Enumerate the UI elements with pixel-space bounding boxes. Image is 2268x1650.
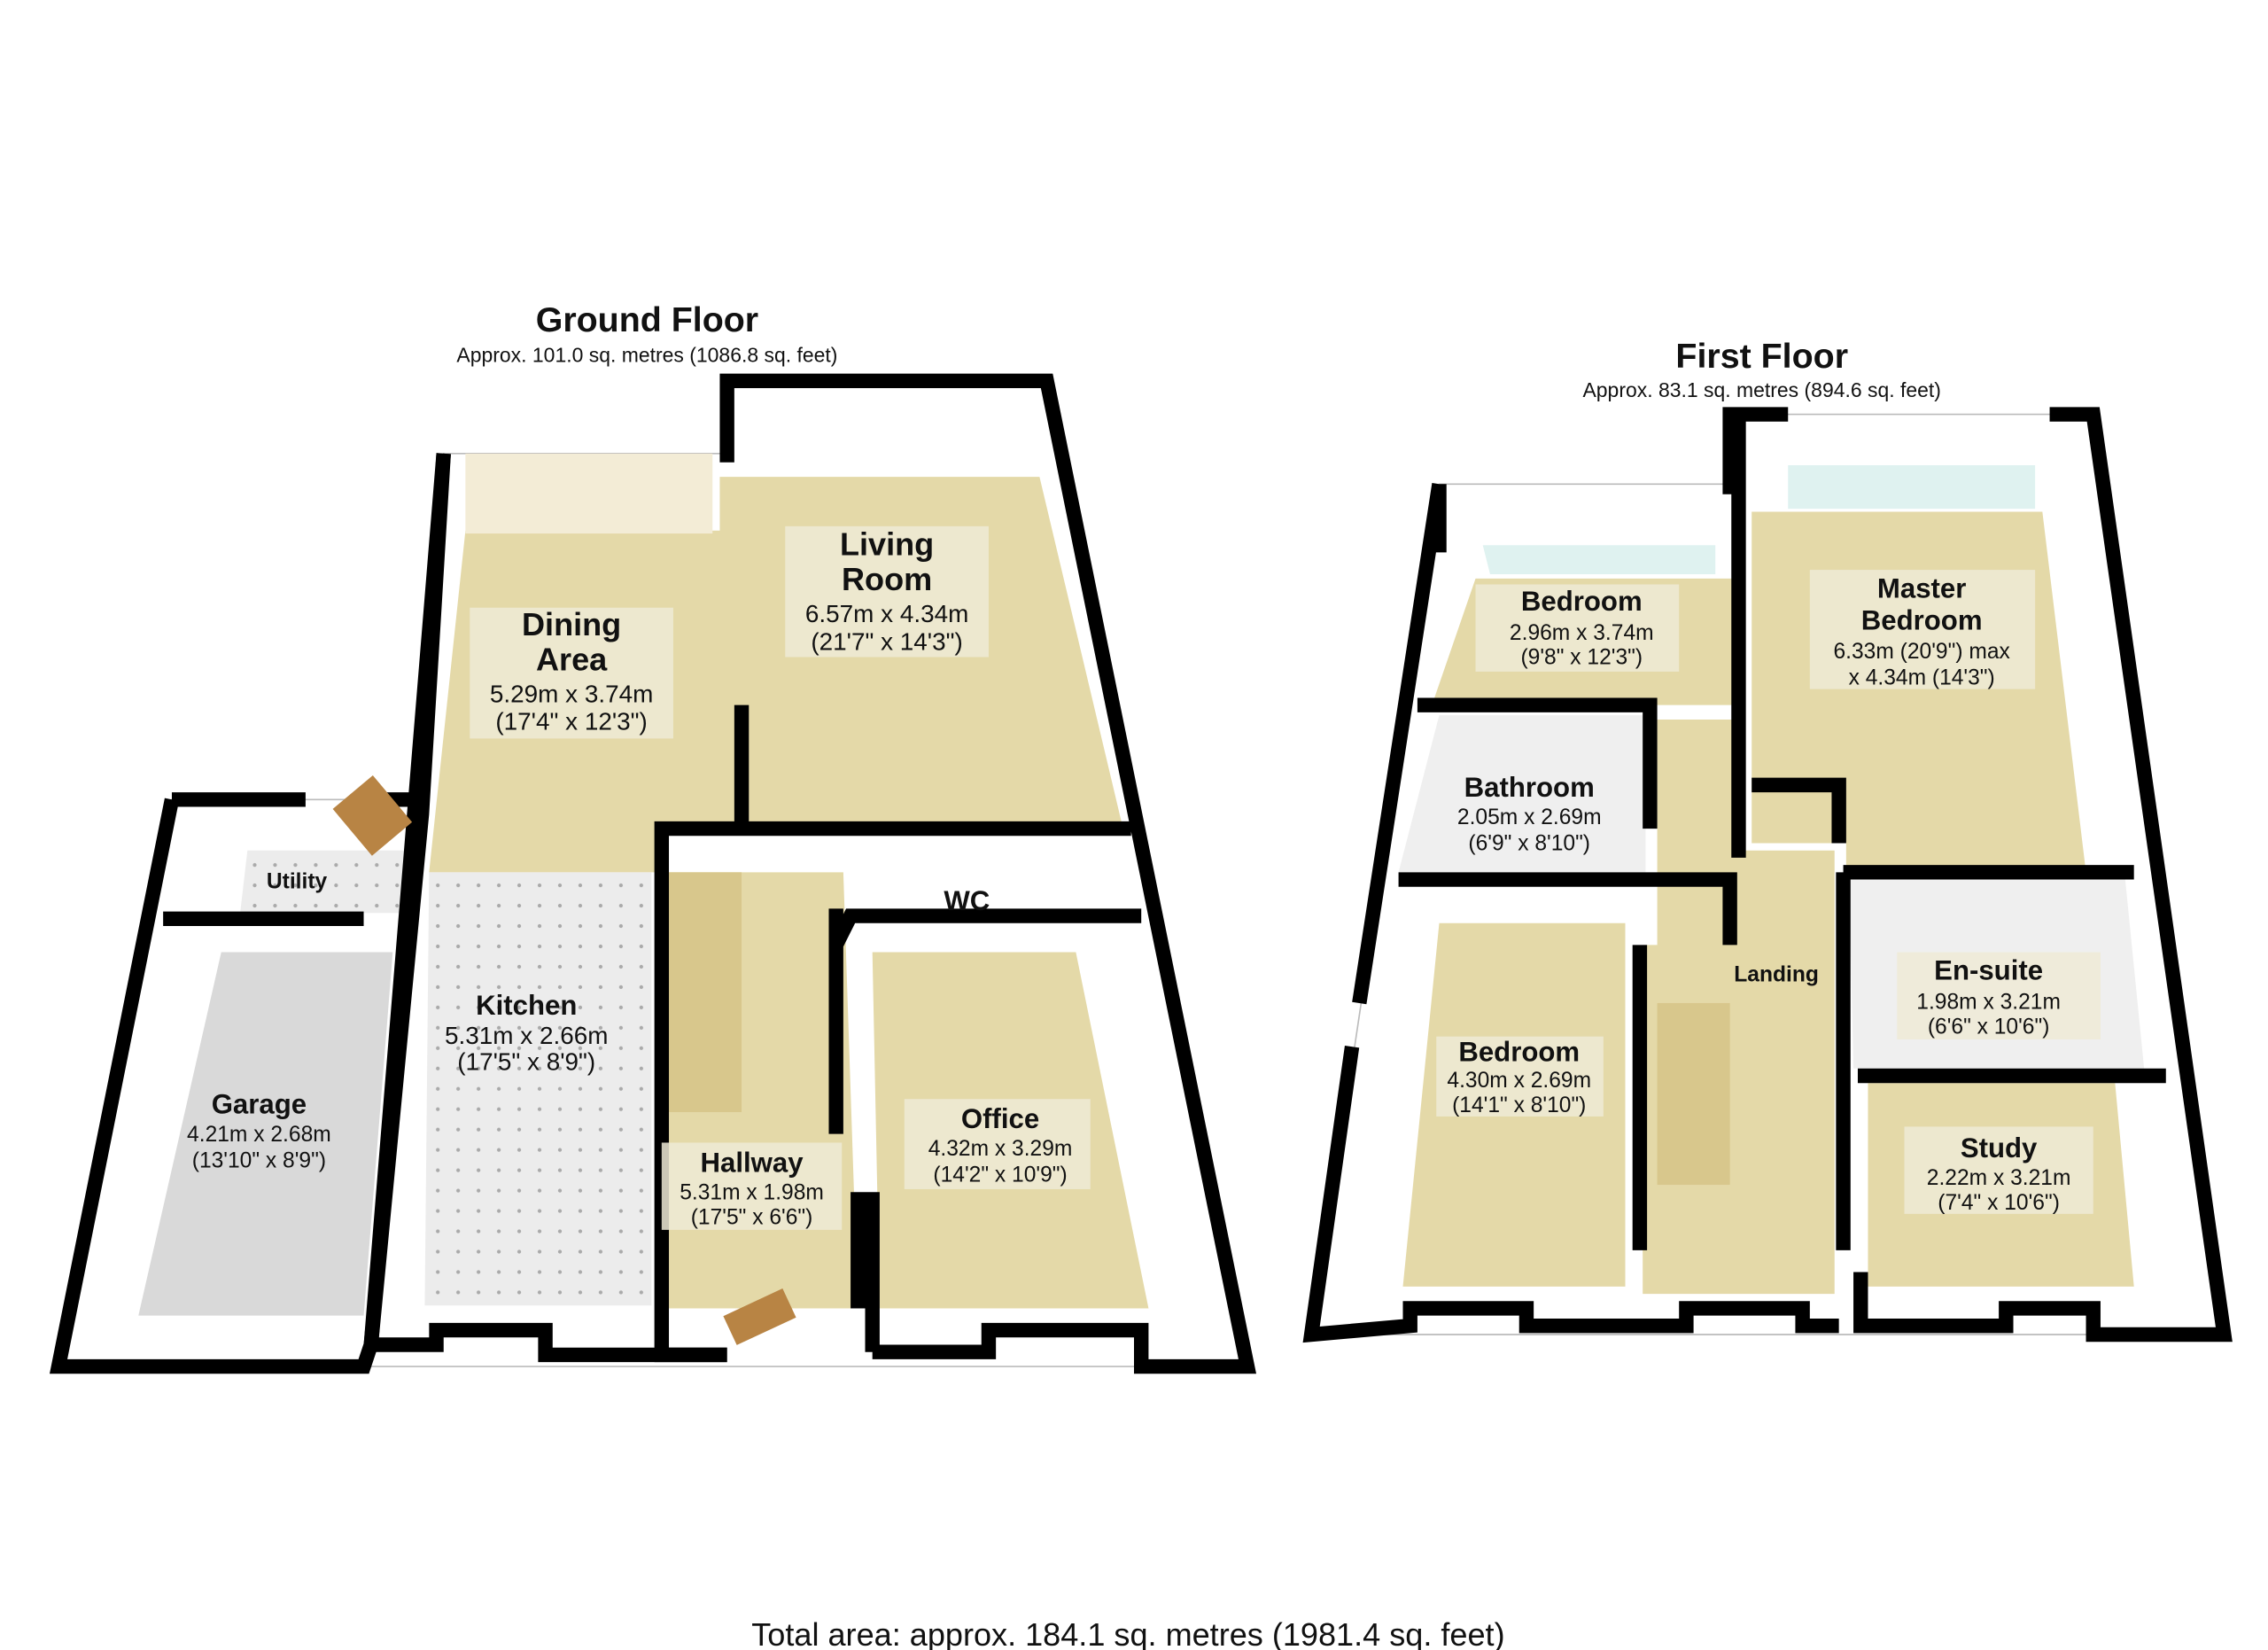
svg-text:(9'8" x 12'3"): (9'8" x 12'3")	[1520, 646, 1643, 670]
svg-text:2.96m x 3.74m: 2.96m x 3.74m	[1510, 621, 1654, 645]
svg-text:Bathroom: Bathroom	[1464, 772, 1595, 803]
svg-text:5.31m x 1.98m: 5.31m x 1.98m	[680, 1180, 824, 1204]
front-door	[723, 1288, 796, 1345]
first-floor-plan: First Floor Approx. 83.1 sq. metres (894…	[1302, 337, 2233, 1343]
svg-text:4.32m x 3.29m: 4.32m x 3.29m	[928, 1137, 1073, 1161]
svg-text:(14'1" x 8'10"): (14'1" x 8'10")	[1452, 1094, 1586, 1117]
bathroom-floor	[1398, 715, 1646, 873]
room-label-hallway: Hallway 5.31m x 1.98m (17'5" x 6'6")	[661, 1142, 843, 1230]
stairs-void-curtain	[465, 453, 713, 534]
total-area: Total area: approx. 184.1 sq. metres (19…	[751, 1616, 1504, 1650]
svg-text:Bedroom: Bedroom	[1861, 604, 1983, 635]
room-label-utility: Utility	[267, 869, 328, 893]
kitchen-floor	[424, 872, 652, 1306]
svg-text:2.05m x 2.69m: 2.05m x 2.69m	[1457, 806, 1602, 829]
svg-text:6.57m x 4.34m: 6.57m x 4.34m	[805, 600, 968, 627]
svg-text:(6'9" x 8'10"): (6'9" x 8'10")	[1468, 832, 1590, 856]
ground-stairs	[661, 872, 742, 1113]
utility-door	[332, 774, 413, 856]
svg-text:Bedroom: Bedroom	[1521, 586, 1643, 617]
first-floor-stairs	[1657, 1002, 1730, 1186]
first-walls	[1302, 407, 2233, 1343]
ground-floor-plan: Ground Floor Approx. 101.0 sq. metres (1…	[50, 300, 1257, 1374]
svg-text:2.22m x 3.21m: 2.22m x 3.21m	[1927, 1166, 2071, 1190]
room-label-master-bedroom: Master Bedroom 6.33m (20'9") max x 4.34m…	[1809, 570, 2036, 690]
svg-text:(13'10" x 8'9"): (13'10" x 8'9")	[192, 1148, 326, 1172]
svg-text:5.31m x 2.66m: 5.31m x 2.66m	[445, 1022, 608, 1049]
svg-text:5.29m x 3.74m: 5.29m x 3.74m	[490, 680, 653, 707]
svg-text:Study: Study	[1961, 1132, 2038, 1164]
master-bedroom-floor	[1751, 511, 2086, 873]
room-label-bedroom-2: Bedroom 2.96m x 3.74m (9'8" x 12'3")	[1475, 584, 1680, 672]
svg-text:Office: Office	[961, 1103, 1039, 1134]
room-label-living-room: Living Room 6.57m x 4.34m (21'7" x 14'3"…	[785, 526, 989, 658]
room-label-garage: Garage 4.21m x 2.68m (13'10" x 8'9")	[187, 1089, 331, 1173]
svg-text:Hallway: Hallway	[701, 1147, 804, 1178]
ground-walls	[50, 373, 1257, 1374]
room-label-dining-area: Dining Area 5.29m x 3.74m (17'4" x 12'3"…	[470, 606, 673, 739]
svg-text:6.33m (20'9") max: 6.33m (20'9") max	[1834, 640, 2011, 664]
room-label-wc: WC	[944, 885, 990, 916]
room-label-kitchen: Kitchen 5.31m x 2.66m (17'5" x 8'9")	[445, 990, 608, 1075]
svg-text:En-suite: En-suite	[1934, 955, 2043, 986]
window	[1788, 464, 2036, 510]
svg-text:(14'2" x 10'9"): (14'2" x 10'9")	[933, 1164, 1067, 1187]
svg-text:Garage: Garage	[212, 1089, 307, 1120]
room-label-bathroom: Bathroom 2.05m x 2.69m (6'9" x 8'10")	[1457, 772, 1602, 856]
svg-text:1.98m x 3.21m: 1.98m x 3.21m	[1916, 991, 2061, 1015]
svg-text:(17'5" x 6'6"): (17'5" x 6'6")	[691, 1205, 813, 1229]
svg-text:Area: Area	[536, 641, 608, 677]
svg-text:Kitchen: Kitchen	[476, 990, 577, 1021]
svg-text:Dining: Dining	[522, 606, 621, 642]
svg-text:4.21m x 2.68m: 4.21m x 2.68m	[187, 1123, 331, 1147]
room-label-study: Study 2.22m x 3.21m (7'4" x 10'6")	[1904, 1126, 2093, 1215]
svg-text:x 4.34m (14'3"): x 4.34m (14'3")	[1849, 666, 1995, 690]
utility-floor	[240, 850, 411, 914]
svg-text:Bedroom: Bedroom	[1458, 1037, 1580, 1068]
first-floor-title: First Floor	[1675, 337, 1848, 376]
svg-text:(7'4" x 10'6"): (7'4" x 10'6")	[1938, 1191, 2060, 1215]
svg-text:4.30m x 2.69m: 4.30m x 2.69m	[1447, 1069, 1591, 1093]
svg-text:(6'6" x 10'6"): (6'6" x 10'6")	[1928, 1015, 2050, 1039]
ground-floor-area: Approx. 101.0 sq. metres (1086.8 sq. fee…	[456, 343, 837, 366]
room-label-office: Office 4.32m x 3.29m (14'2" x 10'9")	[904, 1099, 1091, 1189]
room-label-ensuite: En-suite 1.98m x 3.21m (6'6" x 10'6")	[1897, 952, 2101, 1039]
svg-text:(17'4" x 12'3"): (17'4" x 12'3")	[495, 708, 647, 735]
svg-text:(17'5" x 8'9"): (17'5" x 8'9")	[457, 1047, 595, 1075]
ground-floor-title: Ground Floor	[536, 300, 758, 339]
svg-text:Living: Living	[840, 526, 934, 563]
garage-floor	[138, 952, 393, 1316]
room-label-landing: Landing	[1734, 962, 1819, 986]
window	[1482, 545, 1716, 575]
svg-text:Room: Room	[842, 561, 932, 597]
room-label-bedroom-3: Bedroom 4.30m x 2.69m (14'1" x 8'10")	[1436, 1037, 1604, 1117]
first-floor-area: Approx. 83.1 sq. metres (894.6 sq. feet)	[1582, 378, 1940, 401]
svg-text:Master: Master	[1877, 572, 1966, 603]
svg-text:(21'7" x 14'3"): (21'7" x 14'3")	[811, 627, 962, 655]
